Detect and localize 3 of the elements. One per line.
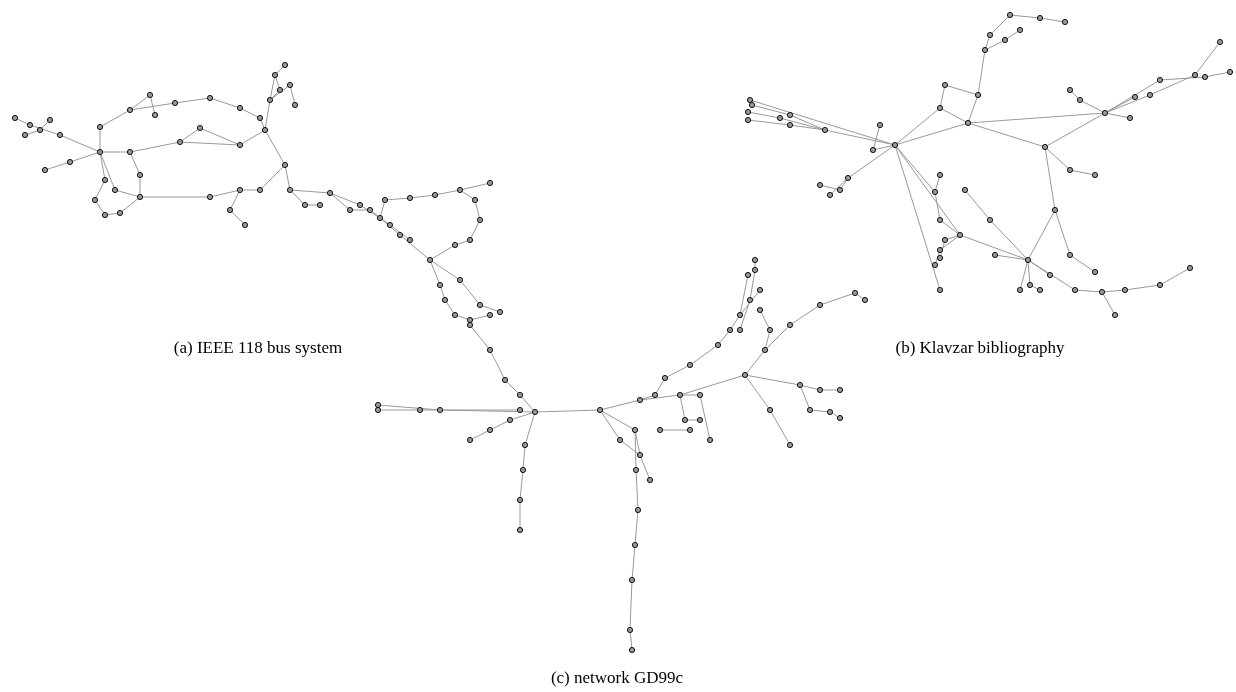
figure-caption: (b) Klavzar bibliography — [895, 338, 1065, 358]
figure-caption: (a) IEEE 118 bus system — [173, 338, 343, 358]
figure-caption: (c) network GD99c — [550, 668, 684, 688]
